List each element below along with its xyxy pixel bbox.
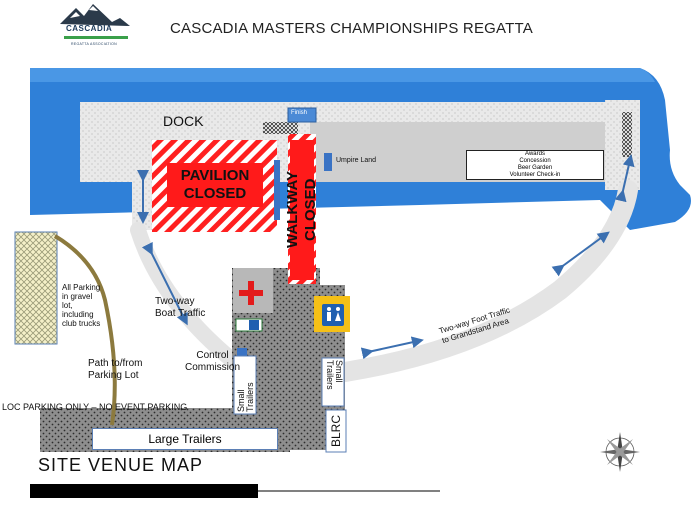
commission-line: Commission (185, 362, 241, 373)
hatched-block-left (263, 122, 298, 134)
boat-traffic-line: Boat Traffic (155, 308, 206, 319)
dock-label: DOCK (163, 113, 204, 129)
pavilion-door-marker (274, 160, 280, 220)
boat-traffic-line: Two-way (155, 296, 195, 307)
parking-note-line: lot, (62, 301, 73, 310)
page-title: CASCADIA MASTERS CHAMPIONSHIPS REGATTA (170, 20, 533, 37)
boat-traffic-label: Two-way Boat Traffic (155, 296, 205, 320)
foot-traffic-path (335, 180, 638, 382)
loc-parking-label: LOC PARKING ONLY – NO EVENT PARKING (2, 402, 188, 412)
path-to-parking (53, 234, 117, 426)
parking-lot-area (14, 231, 58, 345)
awards-line: Volunteer Check-in (509, 172, 561, 178)
two-way-arrow-icon (614, 154, 635, 203)
blrc-box (325, 409, 347, 453)
path-parking-label: Path to/from Parking Lot (88, 358, 142, 382)
blrc-label: BLRC (329, 415, 343, 448)
awards-box: Awards Concession Beer Garden Volunteer … (466, 150, 604, 180)
boat-traffic-path (130, 222, 240, 368)
large-trailers-box: Large Trailers (92, 428, 278, 450)
mountain-logo-icon (60, 4, 130, 39)
walkway-closed-sign: WALKWAY CLOSED (284, 140, 319, 280)
hatched-block-right (622, 112, 632, 157)
small-trailers-left-box (233, 355, 257, 415)
logo-text: CASCADIA (66, 24, 113, 33)
small-trailers-right-label: Small Trailers (325, 360, 344, 390)
accessible-icon (249, 320, 259, 330)
two-way-arrow-icon (141, 241, 188, 326)
restroom-icon-woman-head (336, 307, 340, 311)
gravel-lot (40, 268, 345, 452)
parking-note-line: All Parking (62, 283, 101, 292)
site-venue-title: SITE VENUE MAP (38, 455, 204, 475)
restroom-icon-man-body (327, 312, 331, 321)
path-parking-line: Path to/from (88, 358, 143, 369)
restroom-icon-man-head (327, 307, 331, 311)
compass-rose-icon (600, 432, 640, 472)
small-trailers-left-label: Small Trailers (236, 382, 255, 412)
dock-left-finger (80, 102, 150, 130)
walkway-closed-label: WALKWAY CLOSED (284, 171, 319, 249)
awards-line: Concession (519, 158, 551, 164)
awards-line: Awards (525, 151, 545, 157)
pavilion-closed-line1: PAVILION (180, 167, 250, 184)
small-trailers-right-box (321, 357, 345, 407)
parking-note-line: club trucks (62, 319, 101, 328)
first-aid-cross-icon (239, 281, 263, 305)
finish-marker (287, 107, 317, 123)
pavilion-closed-line2: CLOSED (183, 185, 247, 202)
large-trailers-label: Large Trailers (148, 432, 222, 446)
restroom-icon (322, 304, 344, 326)
control-line: Control (196, 350, 229, 361)
restroom-icon-woman-body (335, 312, 341, 321)
lake-shadow (30, 68, 655, 82)
parking-note-line: including (62, 310, 94, 319)
awards-line: Beer Garden (517, 165, 553, 171)
path-parking-line: Parking Lot (88, 370, 139, 381)
umpire-marker (324, 153, 332, 171)
pavilion-closed-sign: PAVILION CLOSED (167, 163, 263, 207)
control-commission-label: Control Commission (185, 350, 240, 374)
two-way-arrow-icon (360, 336, 424, 360)
two-way-arrow-icon (551, 231, 610, 277)
logo-subtitle: REGATTA ASSOCIATION (71, 42, 117, 46)
parking-note-line: in gravel (62, 292, 93, 301)
finish-label: Finish (291, 110, 308, 116)
scale-bar-solid (30, 484, 258, 498)
parking-note: All Parking in gravel lot, including clu… (62, 283, 100, 328)
umpire-land-label: Umpire Land (336, 157, 377, 164)
